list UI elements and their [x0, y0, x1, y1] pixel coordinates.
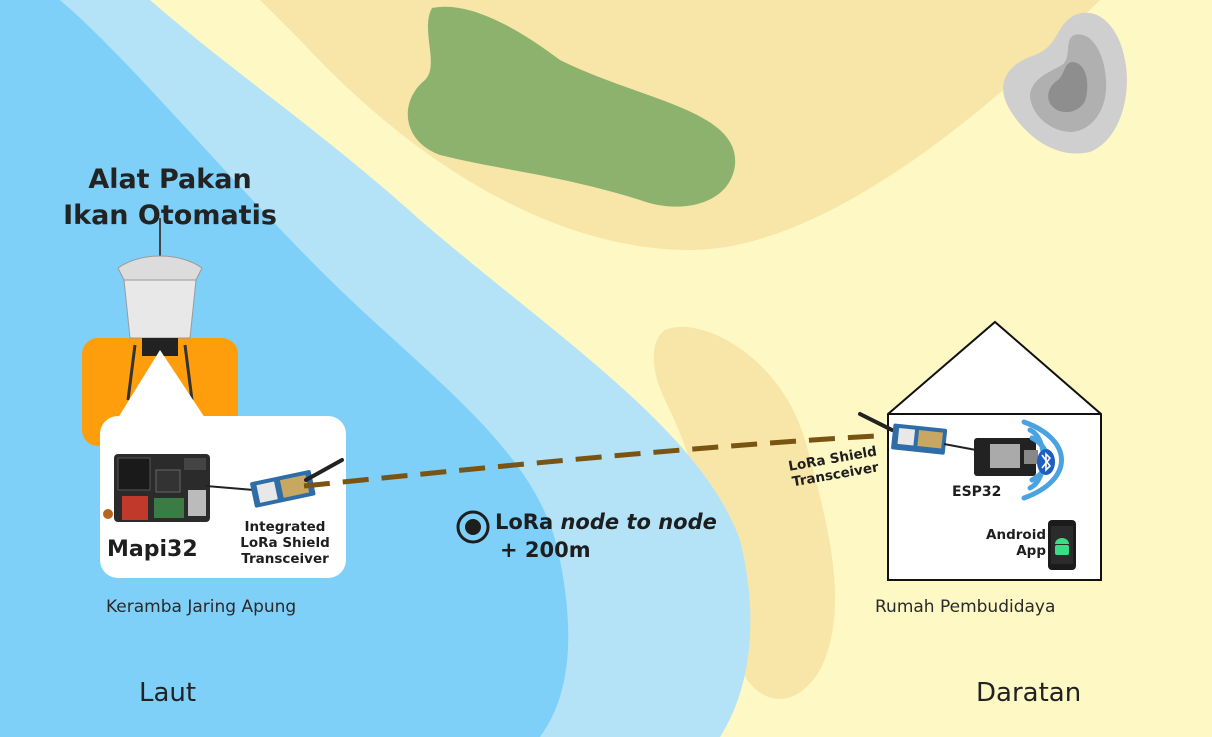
android-app-line1: Android — [986, 527, 1046, 543]
mapi32-board — [103, 454, 210, 522]
feeder-hopper — [123, 279, 197, 339]
callout-pointer — [118, 350, 205, 418]
android-app-label: Android App — [970, 527, 1046, 559]
target-icon — [456, 510, 490, 544]
esp32-label: ESP32 — [952, 484, 1002, 500]
android-phone — [1048, 520, 1076, 570]
bluetooth-icon — [1037, 449, 1055, 475]
android-app-line2: App — [1016, 543, 1046, 559]
hill-contour-inner — [1048, 62, 1088, 113]
sand-area-bottom — [653, 326, 836, 699]
forest-island — [407, 6, 736, 207]
esp32-board — [974, 438, 1038, 476]
receiver-caption: Rumah Pembudidaya — [875, 597, 1056, 617]
mapi32-label: Mapi32 — [107, 537, 198, 562]
sender-radio-line2: LoRa Shield — [240, 535, 330, 551]
link-distance: + 200m — [500, 538, 591, 562]
feeder-title-line2: Ikan Otomatis — [63, 200, 277, 231]
feeder-title-line1: Alat Pakan — [88, 164, 252, 195]
sender-radio-line1: Integrated — [244, 519, 326, 535]
lora-link-line — [303, 433, 877, 489]
receiver-lora-module — [891, 423, 948, 455]
android-icon — [1055, 538, 1069, 555]
region-land-label: Daratan — [976, 678, 1082, 708]
link-label-italic: node to node — [560, 510, 717, 534]
link-label-bold: LoRa — [495, 510, 554, 534]
receiver-antenna — [858, 412, 894, 432]
sender-caption: Keramba Jaring Apung — [106, 597, 297, 617]
region-sea-label: Laut — [139, 678, 197, 708]
sender-radio-line3: Transceiver — [241, 551, 329, 567]
feeder-title: Alat Pakan Ikan Otomatis — [40, 162, 300, 234]
sender-radio-label: Integrated LoRa Shield Transceiver — [226, 519, 344, 567]
link-label: LoRa node to node — [495, 510, 717, 534]
sender-lora-module — [250, 470, 316, 508]
sender-antenna — [304, 458, 344, 482]
